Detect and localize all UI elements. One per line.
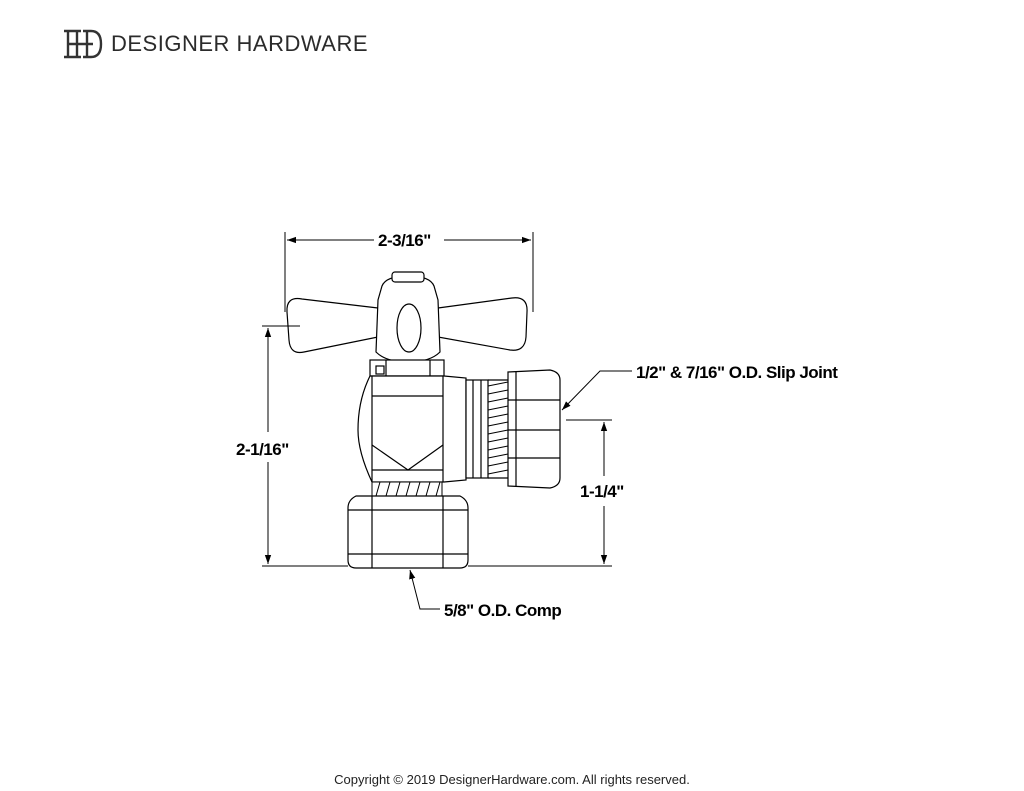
inlet-leader — [409, 569, 440, 610]
handle-slot — [396, 303, 422, 353]
brand-name: DESIGNER HARDWARE — [111, 31, 369, 56]
dimension-lines — [262, 232, 632, 610]
handle-left-arm — [286, 297, 379, 354]
inlet-nut — [347, 495, 469, 569]
outlet-nipple — [465, 379, 489, 479]
brand-logo: DESIGNER HARDWARE — [63, 27, 368, 61]
handle-cap — [391, 271, 425, 283]
outlet-height-label: 1-1/4" — [580, 482, 624, 501]
dh-monogram-icon — [64, 29, 103, 59]
inlet-threads — [371, 481, 443, 497]
handle-right-arm — [437, 297, 528, 351]
width-label: 2-3/16" — [378, 231, 431, 250]
dimension-labels: 2-3/16" 2-1/16" 1-1/4" 1/2" & 7/16" O.D.… — [236, 231, 839, 620]
inlet-connection-label: 5/8" O.D. Comp — [444, 601, 561, 620]
valve-body — [286, 271, 561, 569]
outlet-leader — [561, 370, 632, 411]
outlet-connection-label: 1/2" & 7/16" O.D. Slip Joint — [636, 363, 838, 382]
copyright-notice: Copyright © 2019 DesignerHardware.com. A… — [334, 772, 690, 787]
overall-height-label: 2-1/16" — [236, 440, 289, 459]
outlet-threads — [487, 381, 509, 475]
